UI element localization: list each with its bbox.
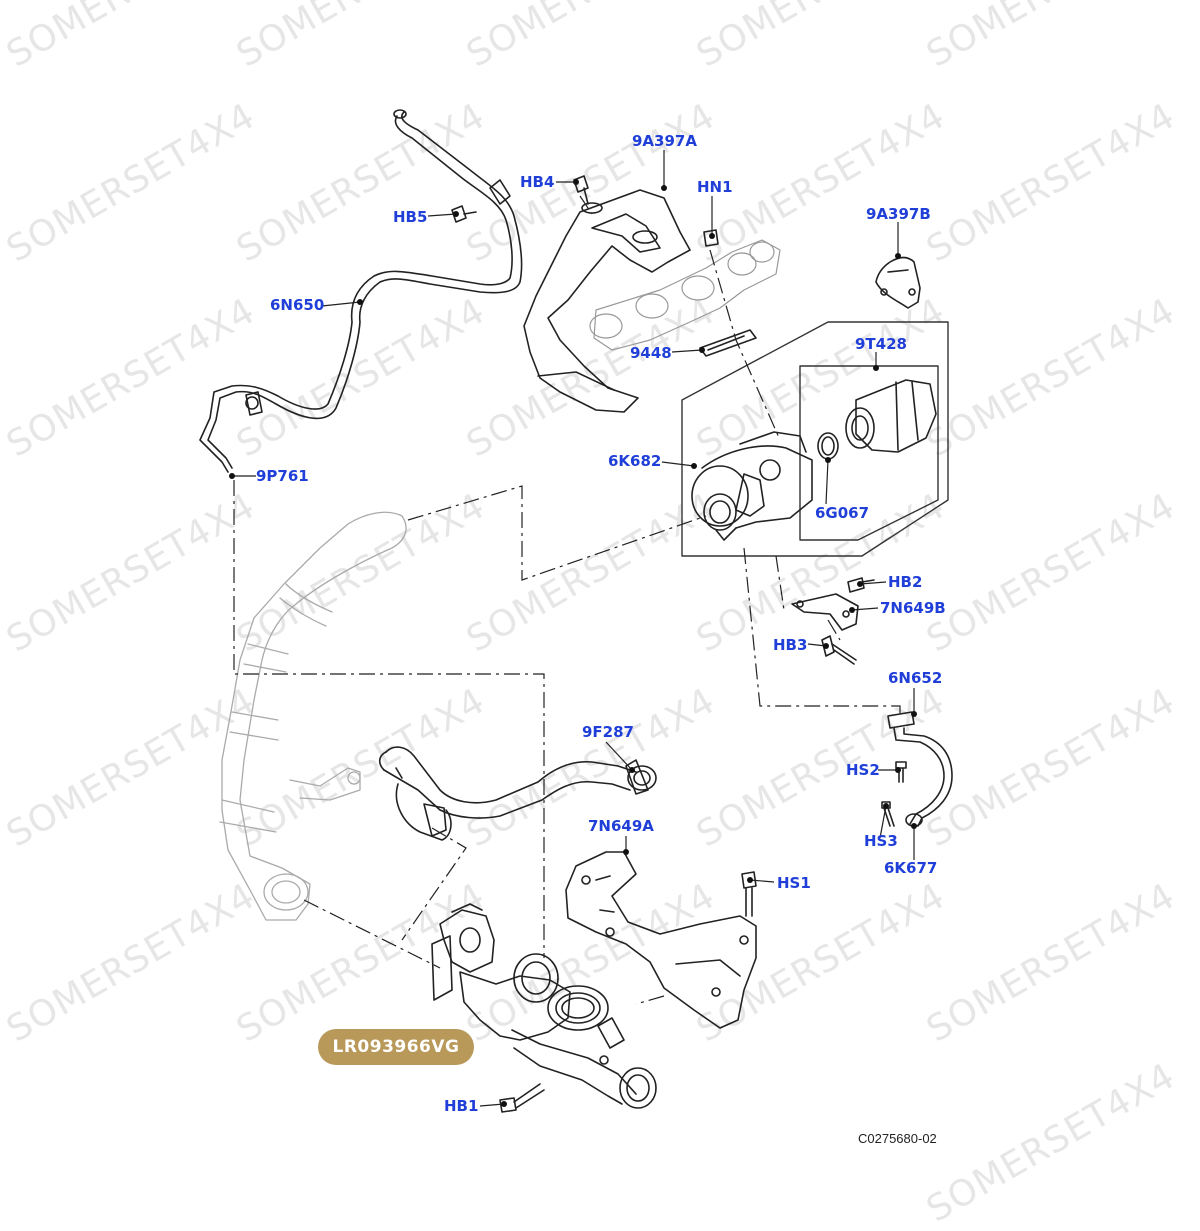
bolt-hb5 [451, 205, 477, 223]
callout-6k677[interactable]: 6K677 [884, 859, 938, 877]
bolt-hb2 [847, 577, 875, 593]
bolt-hs1 [741, 871, 757, 917]
gasket-9448 [699, 329, 757, 357]
callout-9448[interactable]: 9448 [630, 344, 672, 362]
callout-6n652[interactable]: 6N652 [888, 669, 943, 687]
catalyst-9t428 [845, 379, 937, 453]
gasket-6g067 [817, 432, 839, 460]
callout-9t428[interactable]: 9T428 [855, 335, 907, 353]
callout-6k682[interactable]: 6K682 [608, 452, 662, 470]
bolt-hb4 [573, 175, 589, 205]
callout-6n650[interactable]: 6N650 [270, 296, 325, 314]
coolant-hose-9f287 [378, 746, 657, 841]
callout-hb3[interactable]: HB3 [773, 636, 808, 654]
callout-leaders [232, 150, 915, 1107]
callout-hs1[interactable]: HS1 [777, 874, 811, 892]
part-number-badge[interactable]: LR093966VG [318, 1029, 474, 1065]
catalyst-subassembly-box [799, 365, 939, 541]
exhaust-manifold-outline [589, 239, 781, 351]
heat-shield-9a397b [875, 256, 921, 309]
assembly-alignment-lines [233, 195, 901, 1005]
bracket-7n649a [565, 851, 757, 1029]
callout-9p761[interactable]: 9P761 [256, 467, 309, 485]
callout-7n649b[interactable]: 7N649B [880, 599, 946, 617]
callout-7n649a[interactable]: 7N649A [588, 817, 654, 835]
bracket-7n649b [791, 593, 859, 631]
turbocharger-assembly-box [681, 321, 949, 557]
turbocharger-6k682 [691, 431, 813, 541]
exploded-view-drawing [199, 109, 953, 1113]
callout-hn1[interactable]: HN1 [697, 178, 733, 196]
callout-hs3[interactable]: HS3 [864, 832, 898, 850]
callout-hb5[interactable]: HB5 [393, 208, 428, 226]
heat-shield-9a397a [523, 189, 691, 413]
intercooler-hose-outline [219, 511, 407, 921]
bolt-hb1 [499, 1083, 545, 1113]
illustration-reference-code: C0275680-02 [858, 1131, 937, 1146]
egr-valve-assembly [431, 903, 657, 1109]
callout-9a397a[interactable]: 9A397A [632, 132, 697, 150]
gasket-6n652 [887, 711, 915, 729]
callout-dots [229, 179, 917, 1107]
callout-hb4[interactable]: HB4 [520, 173, 555, 191]
bolt-hb3 [821, 635, 857, 665]
callout-hb2[interactable]: HB2 [888, 573, 923, 591]
callout-hs2[interactable]: HS2 [846, 761, 880, 779]
callout-9a397b[interactable]: 9A397B [866, 205, 931, 223]
vacuum-pipe-6n650 [199, 109, 523, 473]
callout-6g067[interactable]: 6G067 [815, 504, 870, 522]
callout-9f287[interactable]: 9F287 [582, 723, 634, 741]
callout-hb1[interactable]: HB1 [444, 1097, 479, 1115]
